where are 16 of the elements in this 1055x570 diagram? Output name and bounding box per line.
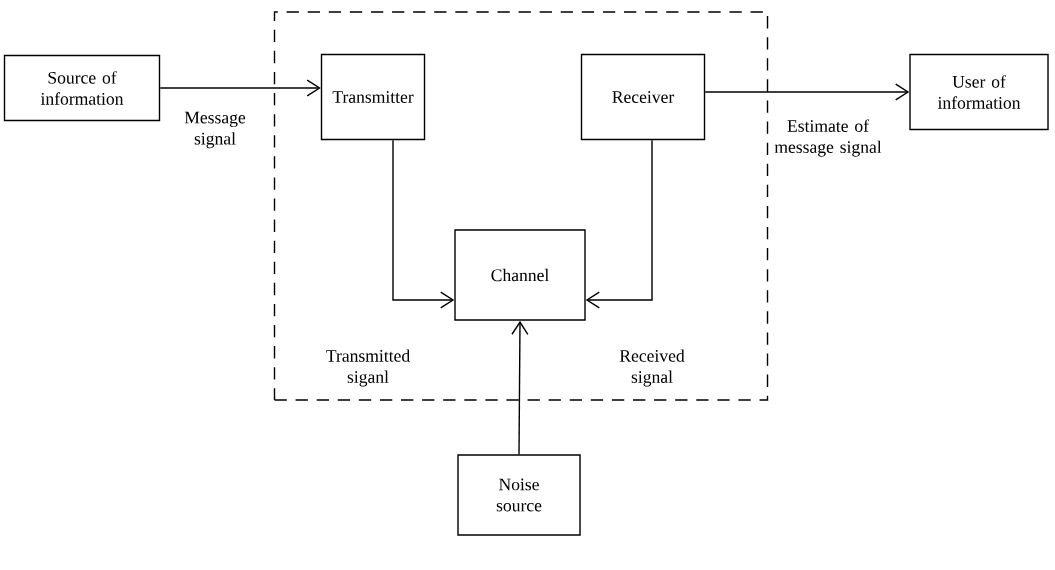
block-box: Noise source [457,454,581,536]
dashed-boundary-box [273,11,769,401]
block-box: Transmitter [320,53,426,141]
arrow [159,79,321,97]
block-box: Receiver [580,53,706,141]
edge-label: Estimate of message signal [774,119,882,157]
edge-label: Transmitted siganl [326,349,410,387]
block-box: Source of information [3,54,161,122]
arrow [392,139,455,309]
edge-label: Message signal [184,111,246,149]
arrow [704,83,910,101]
arrow [585,139,653,309]
edge-label: Received signal [619,349,685,387]
arrow [511,320,529,455]
block-box: Channel [454,229,586,321]
block-box: User of information [909,53,1049,131]
